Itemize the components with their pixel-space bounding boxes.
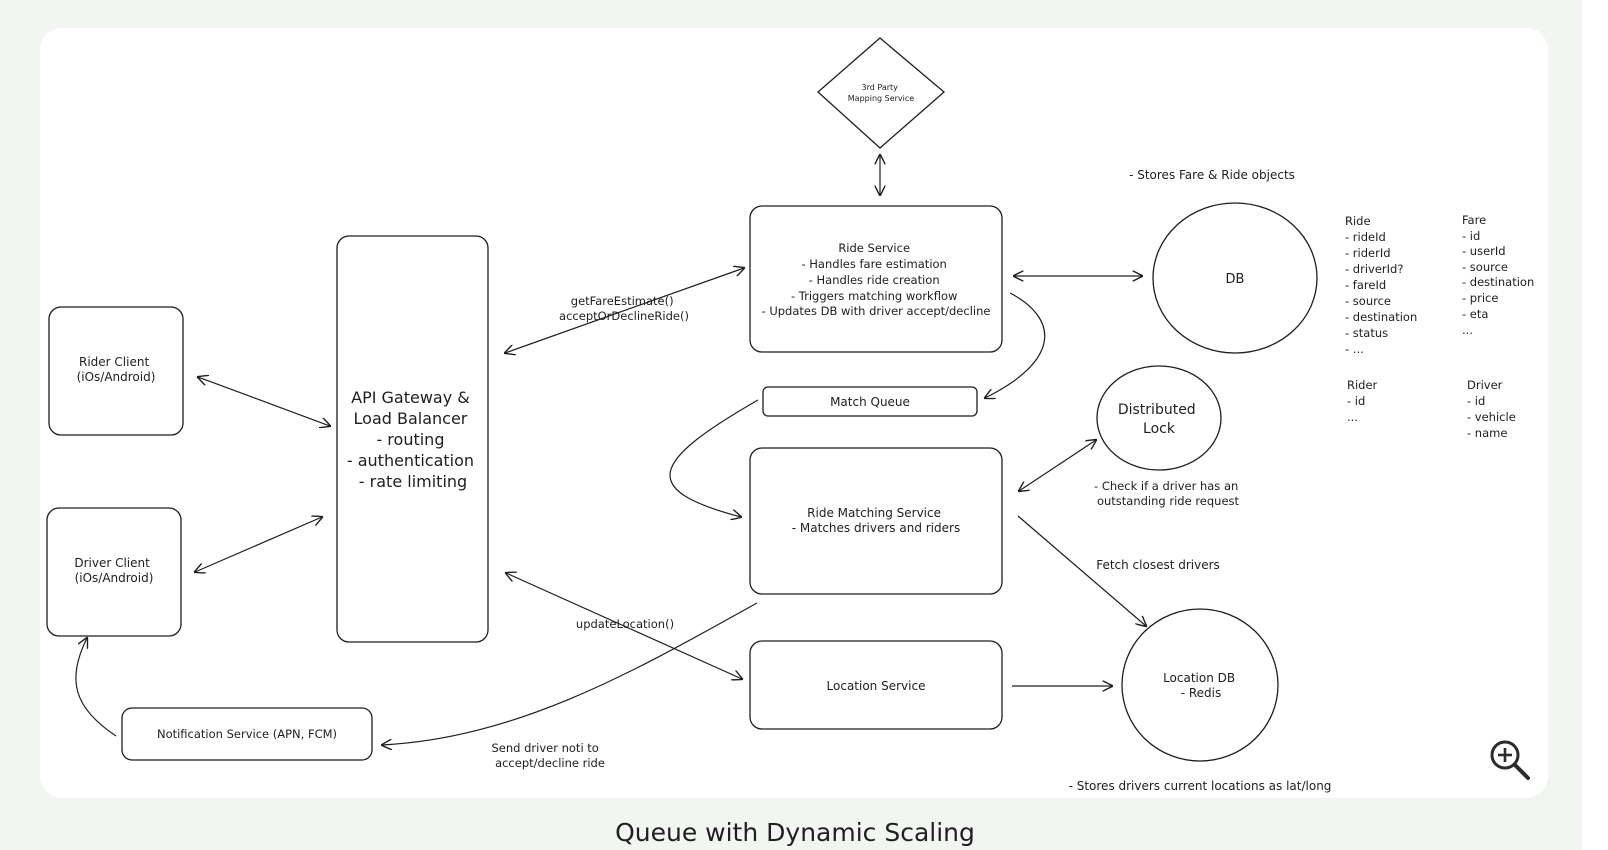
api-gateway-label: API Gateway & Load Balancer - routing - … xyxy=(347,388,479,491)
matching-lock-arrow xyxy=(1019,440,1096,491)
ride-matching-service-node xyxy=(749,447,1003,595)
location-service-label: Location Service xyxy=(827,679,926,693)
notification-service-label: Notification Service (APN, FCM) xyxy=(157,727,337,741)
db-label: DB xyxy=(1226,272,1245,287)
fetch-closest-label: Fetch closest drivers xyxy=(1096,558,1220,572)
check-driver-label: - Check if a driver has an outstanding r… xyxy=(1094,479,1242,508)
driver-client-node xyxy=(46,507,182,637)
rider-client-label: Rider Client (iOs/Android) xyxy=(77,355,156,384)
distributed-lock-node xyxy=(1096,365,1222,471)
gateway-location-arrow xyxy=(506,573,742,679)
figure-caption: Queue with Dynamic Scaling xyxy=(615,818,975,847)
rider-gateway-arrow xyxy=(198,377,330,426)
db-node xyxy=(1152,202,1318,354)
distributed-lock-label: Distributed Lock xyxy=(1118,402,1200,437)
notification-driver-arrow xyxy=(75,638,117,737)
api-calls-label: getFareEstimate() acceptOrDeclineRide() xyxy=(559,294,689,323)
driver-gateway-arrow xyxy=(195,517,322,572)
matching-notification-arrow xyxy=(382,602,758,745)
send-noti-label: Send driver noti to accept/decline ride xyxy=(492,741,605,770)
mapping-service-node xyxy=(817,37,945,149)
driver-client-label: Driver Client (iOs/Android) xyxy=(74,556,153,585)
api-gateway-node xyxy=(336,235,489,643)
location-db-label: Location DB - Redis xyxy=(1163,671,1239,700)
update-location-label: updateLocation() xyxy=(576,617,674,631)
ride-schema-list: Ride - rideId - riderId - driverId? - fa… xyxy=(1345,214,1421,356)
ride-queue-arrow xyxy=(985,292,1046,398)
ride-service-node xyxy=(749,205,1003,353)
match-queue-label: Match Queue xyxy=(830,395,910,409)
rider-schema-list: Rider - id ... xyxy=(1347,378,1381,424)
location-db-node xyxy=(1121,608,1279,762)
ride-service-label: Ride Service - Handles fare estimation -… xyxy=(762,241,991,318)
notification-service-node xyxy=(121,707,373,761)
location-service-node xyxy=(749,640,1003,730)
mapping-service-label: 3rd Party Mapping Service xyxy=(848,83,915,103)
ride-matching-service-label: Ride Matching Service - Matches drivers … xyxy=(792,506,960,535)
match-queue-node xyxy=(762,386,978,417)
stores-fare-label: - Stores Fare & Ride objects xyxy=(1129,168,1295,182)
fare-schema-list: Fare - id - userId - source - destinatio… xyxy=(1462,213,1538,337)
rider-client-node xyxy=(48,306,184,436)
gateway-ride-arrow xyxy=(505,268,744,353)
queue-matching-arrow xyxy=(669,399,759,517)
driver-schema-list: Driver - id - vehicle - name xyxy=(1467,378,1519,440)
stores-drivers-label: - Stores drivers current locations as la… xyxy=(1069,779,1332,793)
scroll-gutter xyxy=(1582,0,1608,850)
matching-locationdb-arrow xyxy=(1017,515,1146,626)
zoom-in-icon[interactable] xyxy=(1488,738,1532,782)
